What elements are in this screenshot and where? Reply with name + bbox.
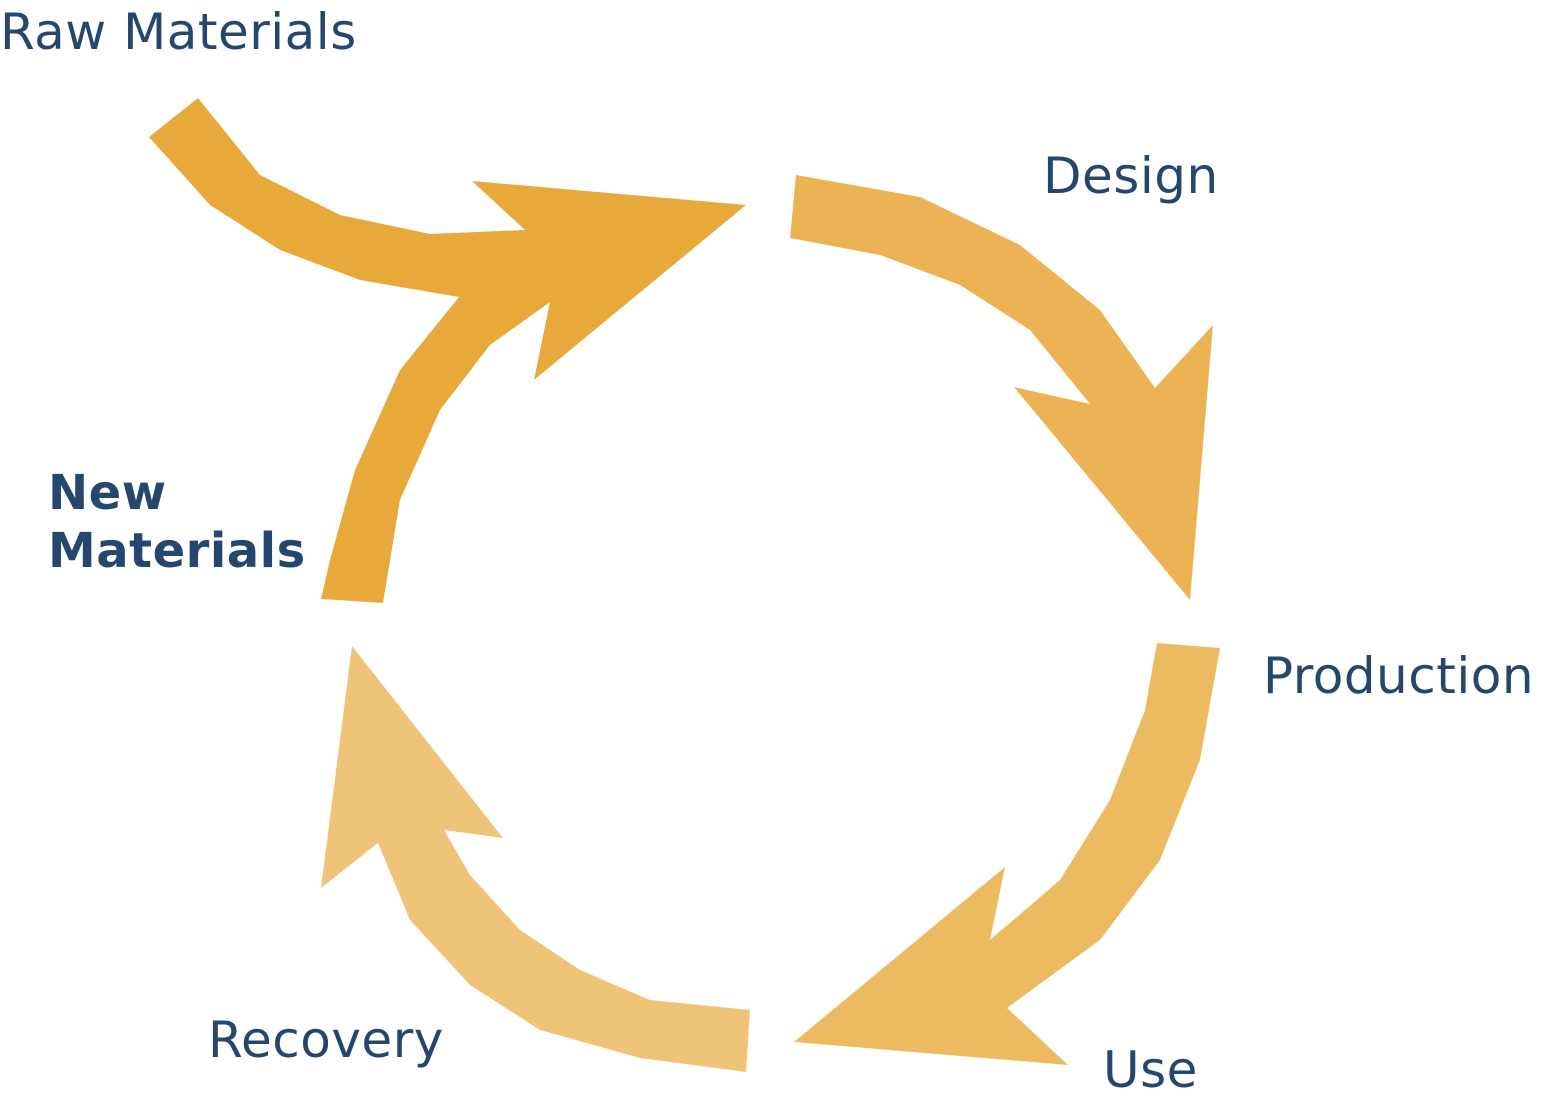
raw-materials-label: Raw Materials: [0, 3, 357, 61]
recovery-to-new-materials-arrow: [321, 646, 750, 1072]
design-label: Design: [1043, 147, 1219, 205]
new-materials-to-design-arrow: [321, 181, 746, 603]
raw-materials-inflow-arrow: [149, 98, 525, 297]
new-materials-label: New Materials: [48, 465, 306, 579]
production-label: Production: [1263, 647, 1535, 705]
design-to-production-arrow: [790, 175, 1213, 600]
use-label: Use: [1103, 1041, 1198, 1099]
recovery-label: Recovery: [208, 1011, 444, 1069]
production-to-use-arrow: [794, 643, 1220, 1065]
